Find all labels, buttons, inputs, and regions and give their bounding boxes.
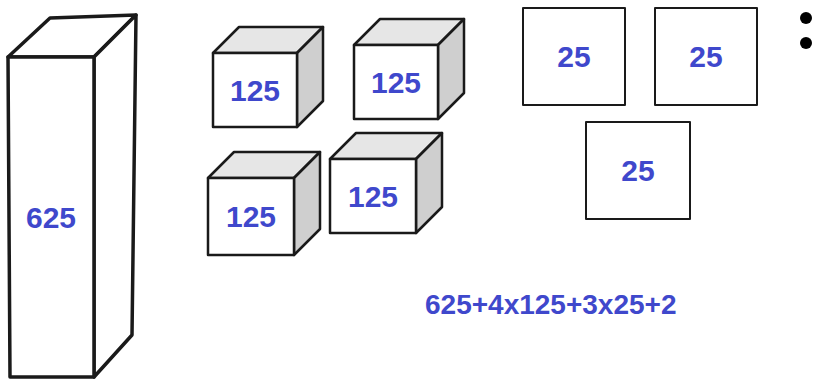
shape-face — [294, 152, 320, 255]
cube-block: 125 — [208, 152, 320, 255]
block-value: 125 — [371, 66, 421, 99]
block-value: 125 — [230, 74, 280, 107]
block-face: 125 — [354, 45, 438, 119]
shape-face — [330, 159, 416, 233]
shape-face — [94, 15, 136, 377]
shape-face — [586, 122, 690, 219]
block-value: 25 — [557, 40, 590, 73]
block-value: 25 — [689, 40, 722, 73]
shape-face — [8, 57, 94, 377]
block-face: 25 — [523, 8, 625, 105]
block-value: 25 — [621, 154, 654, 187]
block-face: 625 — [8, 57, 94, 377]
shape-face — [213, 53, 297, 127]
square-block: 25 — [523, 8, 625, 105]
bullet-dot — [800, 37, 812, 49]
formula-text: 625+4x125+3x25+2 — [425, 290, 677, 321]
cube-block: 125 — [213, 27, 323, 127]
block-value: 625 — [26, 201, 76, 234]
block-face: 125 — [330, 159, 416, 233]
shape-face — [655, 8, 757, 105]
shape-face — [523, 8, 625, 105]
block-outline — [8, 15, 136, 377]
block-value: 125 — [226, 200, 276, 233]
block-face: 125 — [208, 178, 294, 255]
shape-face — [354, 45, 438, 119]
cube-block: 125 — [330, 133, 442, 233]
column-block: 625 — [8, 15, 136, 377]
square-block: 25 — [655, 8, 757, 105]
shape-face — [297, 27, 323, 127]
block-value: 125 — [348, 180, 398, 213]
block-face: 125 — [213, 53, 297, 127]
block-face: 25 — [655, 8, 757, 105]
shape-face — [438, 19, 464, 119]
square-block: 25 — [586, 122, 690, 219]
shape-face — [416, 133, 442, 233]
bullet-dot — [800, 12, 812, 24]
block-face: 25 — [586, 122, 690, 219]
shape-face — [208, 178, 294, 255]
cube-block: 125 — [354, 19, 464, 119]
